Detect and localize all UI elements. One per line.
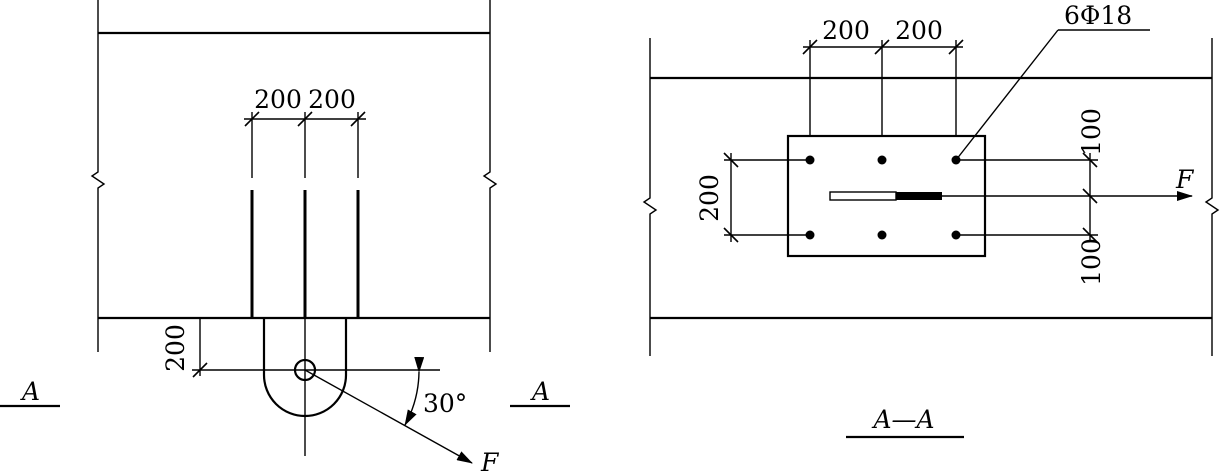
dim-tick [723,227,739,243]
dim-tick [802,39,818,55]
dim-text-top-2: 200 [308,85,356,114]
section-left-break-line [642,38,658,356]
section-mark-left: A [20,377,40,406]
anchor-bar-dot [877,155,887,165]
force-label: F [480,448,500,476]
section-mark-right: A [530,377,550,406]
anchor-bar-dot [877,230,887,240]
section-title: A—A [871,405,934,434]
dim-tick [1082,227,1098,243]
dim-tick [350,111,366,127]
section-dim-text-top-2: 200 [895,16,943,45]
section-dim-text-left: 200 [695,174,724,222]
section-force-label: F [1175,165,1195,194]
dim-tick [297,111,313,127]
dim-tick [948,39,964,55]
section-dim-text-top-1: 200 [822,16,870,45]
rebar-label: 6Φ18 [1064,1,1132,30]
lug-plate-section [829,191,897,201]
dim-text-top-1: 200 [254,85,302,114]
dim-text-side: 200 [161,324,190,372]
lug-weld [896,192,942,200]
angle-arc [404,356,425,426]
dim-tick [244,111,260,127]
right-break-line [482,0,498,352]
dim-tick [1082,152,1098,168]
rebar-leader-line [955,29,1059,161]
dim-tick [192,362,208,378]
dim-tick [1082,188,1098,204]
section-right-break-line [1204,38,1220,356]
dim-tick [723,152,739,168]
force-arrow [304,369,473,464]
section-dim-text-right-bottom: 100 [1077,238,1106,286]
left-break-line [90,0,106,352]
dim-tick [874,39,890,55]
section-dim-text-right-top: 100 [1077,108,1106,156]
angle-text: 30° [423,389,467,418]
left-elevation-view: 200 200 200 F 30° A A [0,0,570,476]
right-section-view: F 200 200 6Φ18 200 100 100 A—A [642,1,1220,439]
